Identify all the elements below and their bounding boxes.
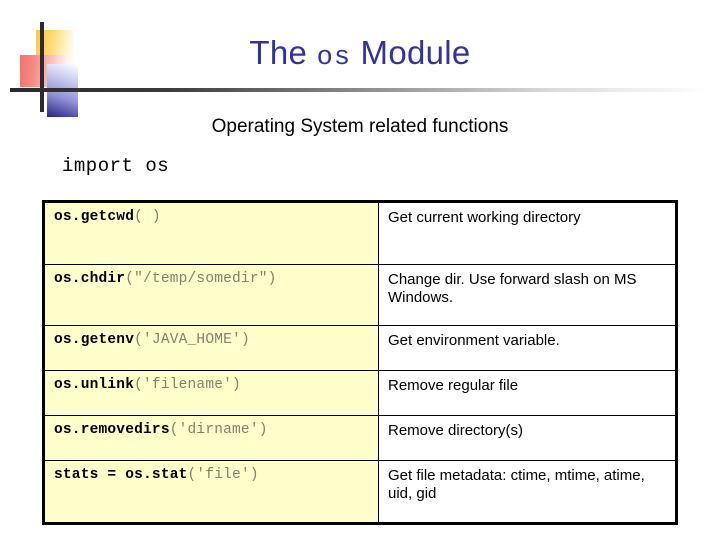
table-row: os.getenv('JAVA_HOME') Get environment v… [43, 325, 677, 371]
code-arguments: ('filename') [134, 377, 241, 393]
table-row: os.getcwd( ) Get current working directo… [43, 201, 677, 265]
os-functions-table: os.getcwd( ) Get current working directo… [42, 200, 678, 525]
code-function-name: os.chdir [54, 271, 126, 287]
table-cell-code: os.chdir("/temp/somedir") [43, 264, 379, 326]
code-function-name: os.unlink [54, 377, 135, 393]
code-function-name: os.getcwd [54, 209, 135, 225]
import-statement: import os [62, 155, 170, 177]
table-cell-code: os.unlink('filename') [43, 370, 379, 416]
table-cell-description: Remove directory(s) [378, 415, 677, 461]
page-title-module-name: os [316, 43, 352, 73]
code-function-name: os.removedirs [54, 422, 170, 438]
os-functions-table-body: os.getcwd( ) Get current working directo… [43, 201, 677, 524]
table-cell-description: Get environment variable. [378, 325, 677, 371]
page-title: The os Module [0, 34, 720, 73]
table-cell-description: Get file metadata: ctime, mtime, atime, … [378, 460, 677, 524]
logo-vertical-bar [40, 22, 44, 112]
code-function-name: os.getenv [54, 332, 135, 348]
title-divider-rule [10, 88, 710, 92]
table-row: os.removedirs('dirname') Remove director… [43, 415, 677, 461]
table-row: stats = os.stat('file') Get file metadat… [43, 460, 677, 524]
code-function-name: stats = os.stat [54, 467, 188, 483]
table-row: os.chdir("/temp/somedir") Change dir. Us… [43, 264, 677, 326]
code-arguments: ('JAVA_HOME') [134, 332, 250, 348]
table-cell-description: Remove regular file [378, 370, 677, 416]
code-arguments: ('dirname') [169, 422, 268, 438]
table-cell-code: os.getcwd( ) [43, 201, 379, 265]
page-subtitle: Operating System related functions [211, 116, 509, 137]
table-cell-code: stats = os.stat('file') [43, 460, 379, 524]
table-cell-description: Get current working directory [378, 201, 677, 265]
table-cell-description: Change dir. Use forward slash on MS Wind… [378, 264, 677, 326]
table-cell-code: os.removedirs('dirname') [43, 415, 379, 461]
page-title-prefix: The [249, 34, 317, 71]
page-title-suffix: Module [351, 34, 471, 71]
code-arguments: ('file') [187, 467, 259, 483]
code-arguments: ("/temp/somedir") [125, 271, 277, 287]
code-arguments: ( ) [134, 209, 161, 225]
table-cell-code: os.getenv('JAVA_HOME') [43, 325, 379, 371]
table-row: os.unlink('filename') Remove regular fil… [43, 370, 677, 416]
